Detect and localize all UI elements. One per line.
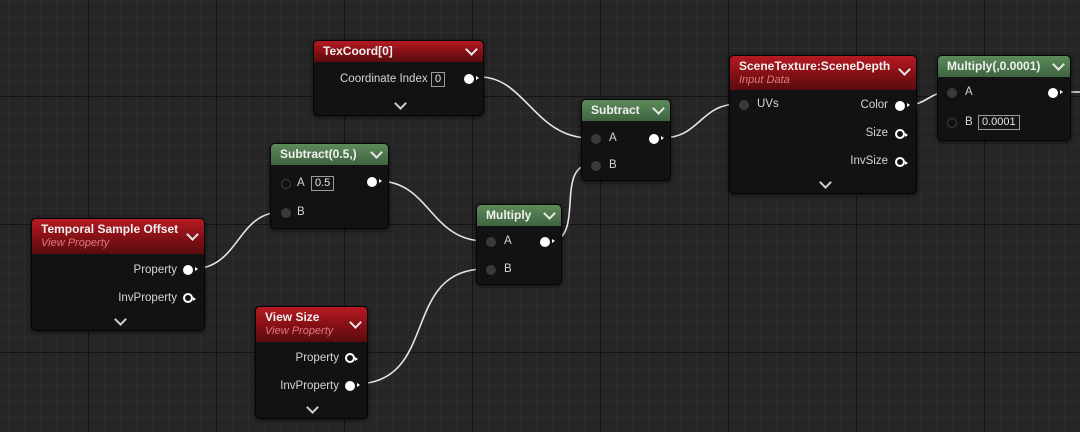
- pin-a-label: A: [609, 132, 617, 144]
- subtract-header[interactable]: Subtract: [582, 100, 670, 121]
- uvs-label: UVs: [757, 98, 779, 110]
- chevron-down-icon[interactable]: [186, 228, 199, 241]
- inv-property-output-pin[interactable]: [183, 293, 196, 303]
- expand-chevron-icon[interactable]: [114, 313, 127, 326]
- expand-chevron-icon[interactable]: [819, 176, 832, 189]
- input-pin-b[interactable]: [281, 208, 291, 218]
- uvs-input-pin[interactable]: [739, 100, 749, 110]
- inv-size-output-pin[interactable]: [895, 157, 908, 167]
- output-pin[interactable]: [540, 237, 555, 247]
- color-label: Color: [860, 99, 888, 111]
- coordinate-index-label: Coordinate Index: [340, 73, 428, 85]
- wire-subtract-to-scenetexture-uvs: [661, 103, 739, 139]
- chevron-down-icon[interactable]: [349, 316, 362, 329]
- input-pin-b[interactable]: [591, 161, 601, 171]
- inv-property-output-pin[interactable]: [345, 381, 360, 391]
- input-pin-a[interactable]: [591, 134, 601, 144]
- a-value-field[interactable]: 0.5: [311, 176, 335, 191]
- output-pin[interactable]: [367, 177, 382, 187]
- pin-a-label: A: [965, 86, 973, 98]
- inv-property-label: InvProperty: [280, 380, 339, 392]
- chevron-down-icon[interactable]: [1052, 58, 1065, 71]
- multiply-scale-header[interactable]: Multiply(,0.0001): [938, 56, 1070, 77]
- property-output-pin[interactable]: [345, 353, 358, 363]
- chevron-down-icon[interactable]: [652, 102, 665, 115]
- node-title: Multiply: [486, 208, 532, 222]
- pin-a-label: A: [504, 235, 512, 247]
- subtract-half-header[interactable]: Subtract(0.5,): [271, 144, 388, 165]
- inv-property-label: InvProperty: [118, 292, 177, 304]
- node-subtitle: View Property: [265, 325, 334, 337]
- pin-b-label: B: [297, 206, 305, 218]
- output-pin[interactable]: [1048, 88, 1063, 98]
- node-title: Subtract(0.5,): [280, 147, 357, 161]
- multiply-node[interactable]: Multiply A B: [476, 204, 562, 285]
- inv-size-label: InvSize: [850, 155, 888, 167]
- texcoord-node[interactable]: TexCoord[0] Coordinate Index 0: [313, 40, 484, 116]
- node-title: Temporal Sample Offset: [41, 222, 179, 236]
- view-size-header[interactable]: View Size View Property: [256, 307, 367, 342]
- node-title: View Size: [265, 310, 320, 324]
- input-pin-a[interactable]: [947, 88, 957, 98]
- wire-viewsize-invproperty-to-multiply-b: [354, 268, 486, 385]
- multiply-header[interactable]: Multiply: [477, 205, 561, 226]
- view-size-node[interactable]: View Size View Property Property InvProp…: [255, 306, 368, 419]
- chevron-down-icon[interactable]: [370, 146, 383, 159]
- node-subtitle: View Property: [41, 237, 110, 249]
- property-label: Property: [295, 352, 339, 364]
- scene-texture-node[interactable]: SceneTexture:SceneDepth Input Data UVs C…: [729, 55, 917, 194]
- input-pin-b[interactable]: [486, 265, 496, 275]
- node-subtitle: Input Data: [739, 74, 790, 86]
- size-label: Size: [865, 127, 888, 139]
- property-label: Property: [133, 264, 177, 276]
- chevron-down-icon[interactable]: [543, 207, 556, 220]
- pin-b-label: B: [504, 263, 512, 275]
- b-value-field[interactable]: 0.0001: [978, 115, 1020, 130]
- wire-texcoord-to-subtract-a: [479, 76, 591, 139]
- pin-b-label: B: [965, 116, 973, 128]
- temporal-sample-offset-header[interactable]: Temporal Sample Offset View Property: [32, 219, 204, 254]
- expand-chevron-icon[interactable]: [306, 401, 319, 414]
- wire-temporal-property-to-subtract-half-b: [191, 211, 283, 270]
- input-pin-b[interactable]: [947, 118, 957, 128]
- multiply-scale-node[interactable]: Multiply(,0.0001) A B 0.0001: [937, 55, 1071, 141]
- color-output-pin[interactable]: [895, 101, 910, 111]
- node-title: TexCoord[0]: [323, 44, 393, 58]
- subtract-half-node[interactable]: Subtract(0.5,) A 0.5 B: [270, 143, 389, 229]
- property-output-pin[interactable]: [183, 265, 198, 275]
- output-pin[interactable]: [464, 74, 479, 84]
- expand-chevron-icon[interactable]: [394, 97, 407, 110]
- chevron-down-icon[interactable]: [465, 43, 478, 56]
- input-pin-a[interactable]: [486, 237, 496, 247]
- chevron-down-icon[interactable]: [898, 63, 911, 76]
- temporal-sample-offset-node[interactable]: Temporal Sample Offset View Property Pro…: [31, 218, 205, 331]
- input-pin-a[interactable]: [281, 179, 291, 189]
- coordinate-index-field[interactable]: 0: [431, 72, 446, 87]
- node-title: Multiply(,0.0001): [947, 59, 1041, 73]
- subtract-node[interactable]: Subtract A B: [581, 99, 671, 181]
- texcoord-header[interactable]: TexCoord[0]: [314, 41, 483, 62]
- size-output-pin[interactable]: [895, 129, 908, 139]
- pin-b-label: B: [609, 159, 617, 171]
- scene-texture-header[interactable]: SceneTexture:SceneDepth Input Data: [730, 56, 916, 90]
- node-title: Subtract: [591, 103, 640, 117]
- output-pin[interactable]: [649, 134, 664, 144]
- wire-subtract-half-to-multiply-a: [377, 180, 486, 242]
- node-title: SceneTexture:SceneDepth: [739, 59, 891, 73]
- pin-a-label: A: [297, 177, 305, 189]
